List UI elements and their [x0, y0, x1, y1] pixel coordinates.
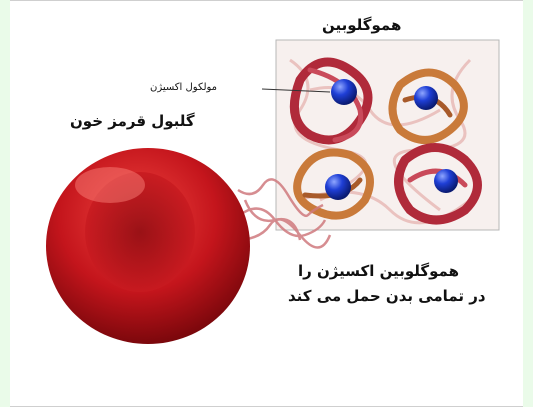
oxygen-molecule-3	[325, 174, 351, 200]
oxygen-molecule-1	[331, 79, 357, 105]
oxygen-molecule-2	[414, 86, 438, 110]
red-blood-cell	[46, 148, 250, 344]
hemoglobin-title: هموگلوبین	[322, 16, 401, 34]
caption-line-2: در تمامی بدن حمل می کند	[288, 287, 486, 305]
caption-line-1: هموگلوبین اکسیژن را	[298, 262, 459, 280]
oxygen-molecule-4	[434, 169, 458, 193]
oxygen-molecule-label: مولکول اکسیژن	[150, 82, 217, 93]
red-blood-cell-label: گلبول قرمز خون	[70, 112, 195, 130]
